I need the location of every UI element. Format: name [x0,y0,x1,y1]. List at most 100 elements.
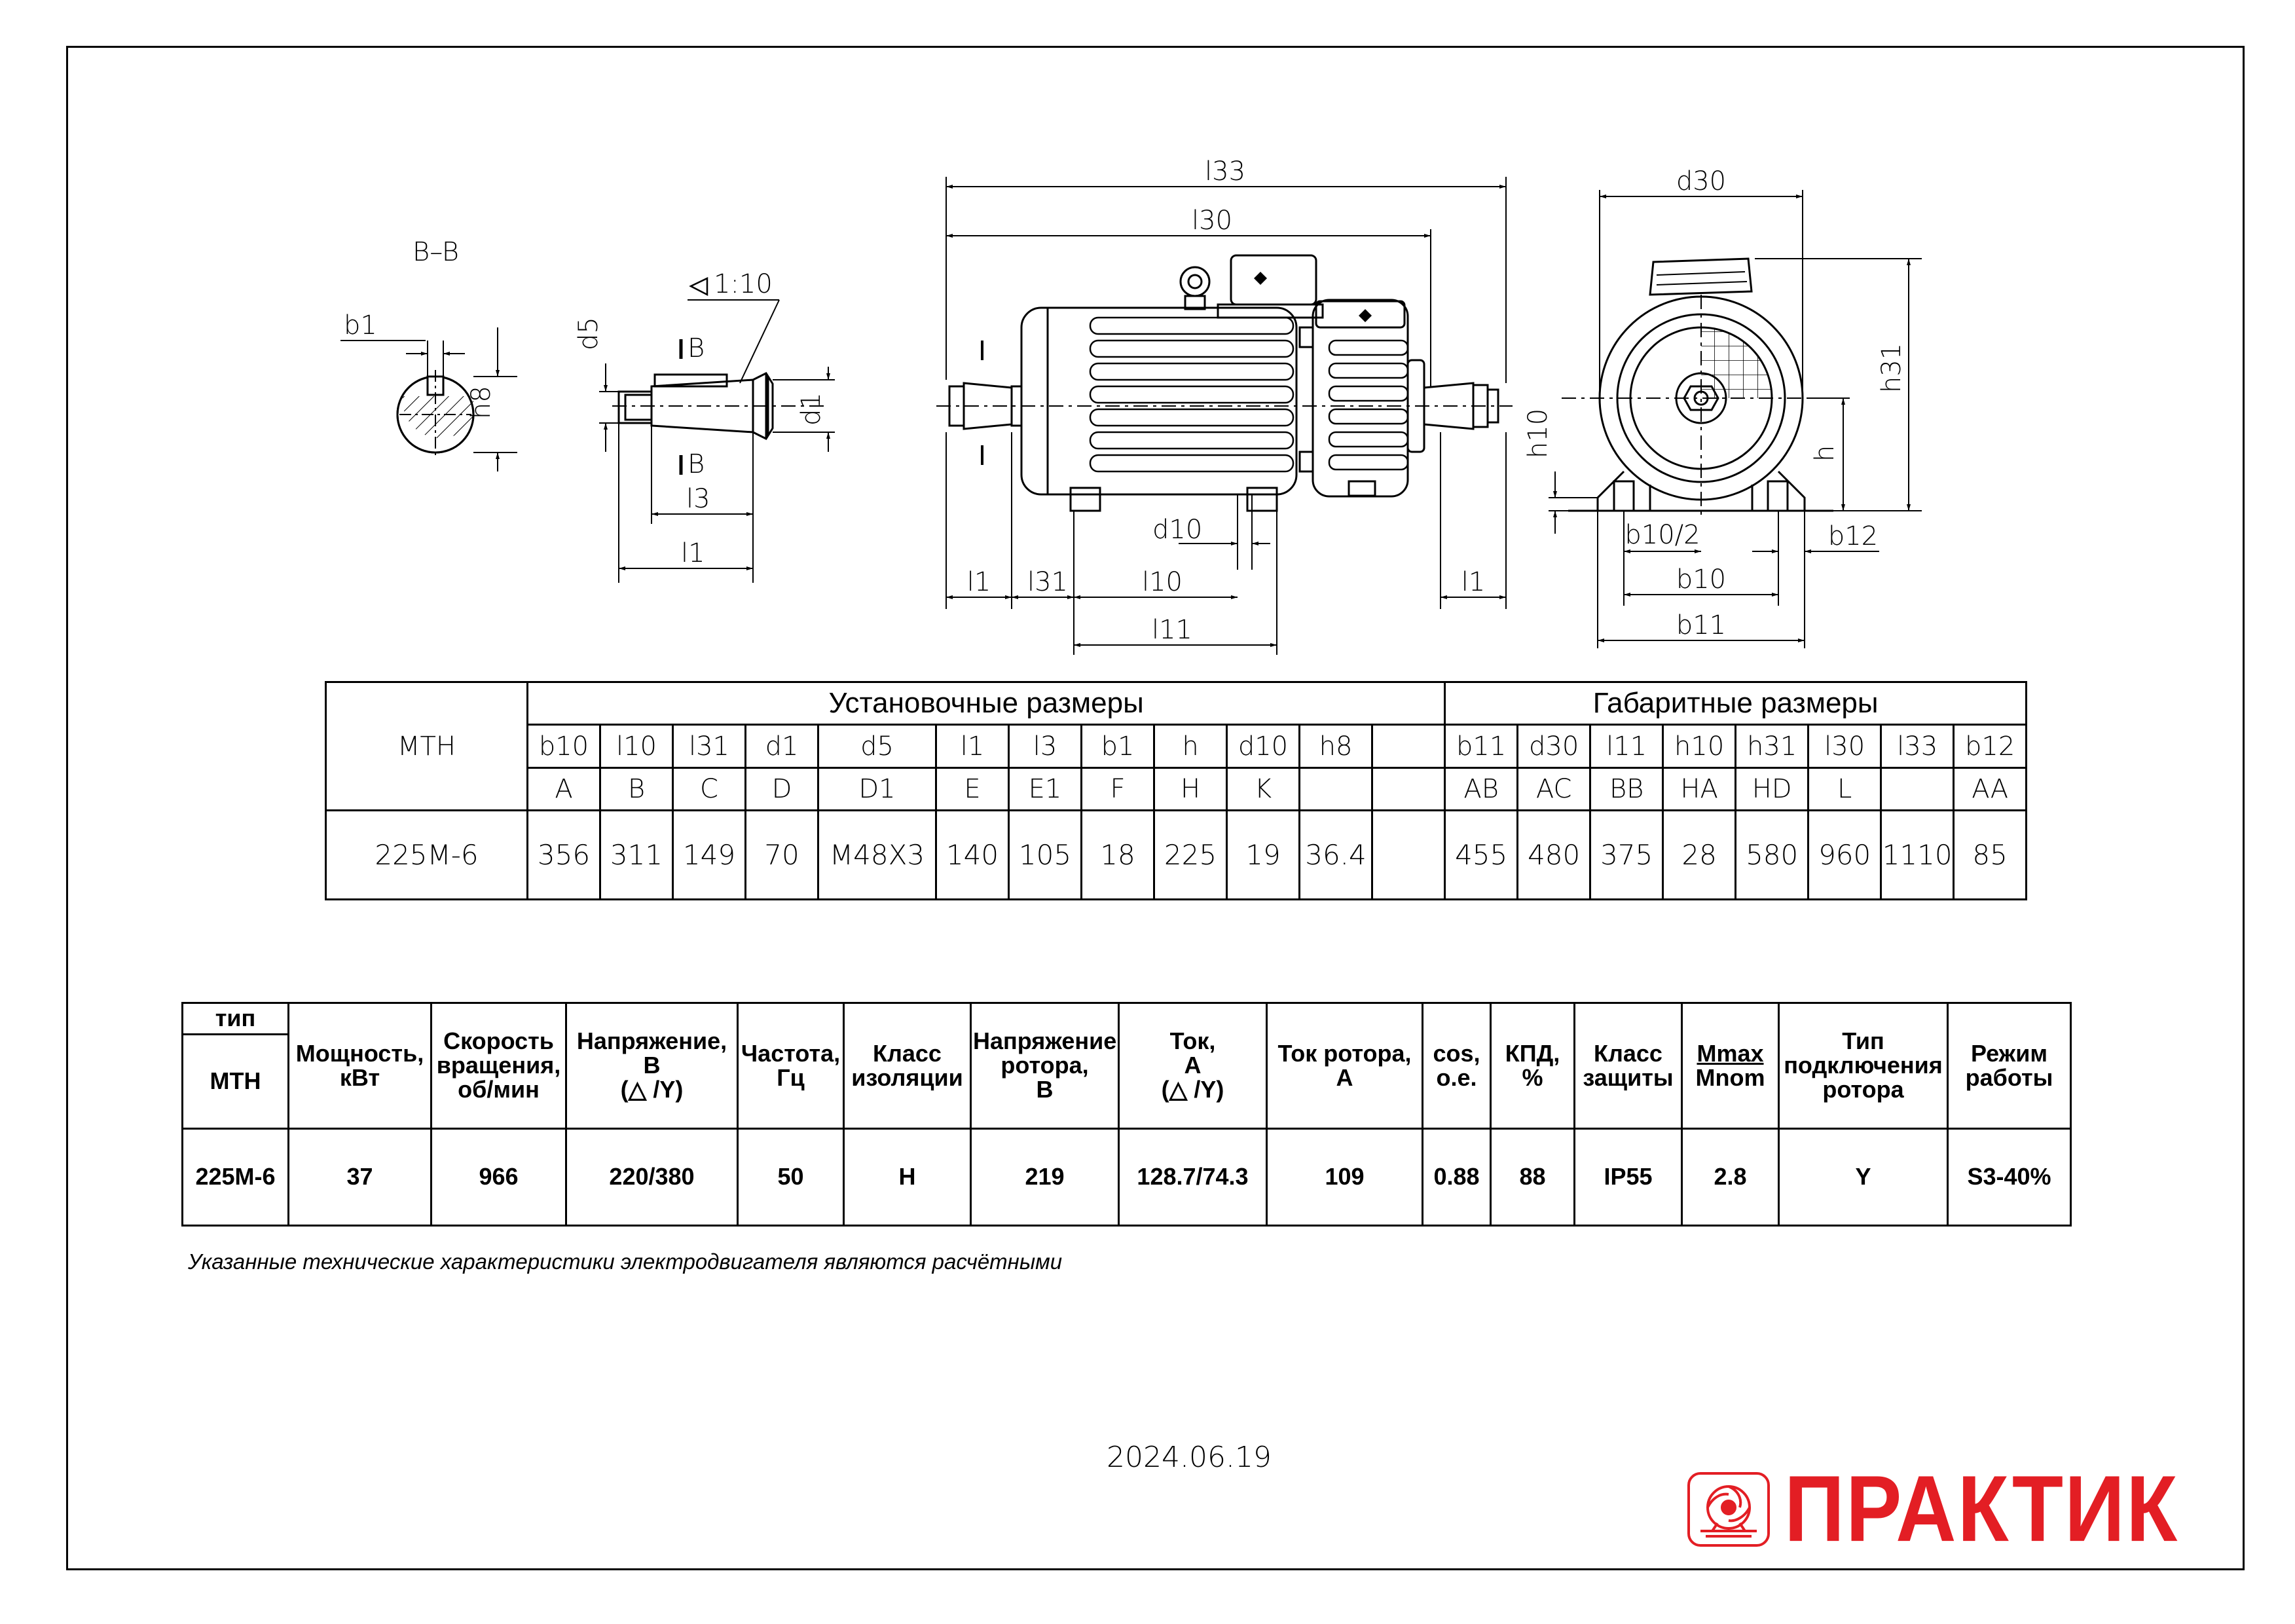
dim-b10: b10 [1676,564,1726,595]
code-l: L [1807,766,1882,812]
dim-l31: l31 [1027,567,1068,597]
sym-d30: d30 [1516,724,1592,769]
val-d1: 70 [744,809,819,900]
row-protection: IP55 [1573,1128,1683,1227]
sym-b11: b11 [1444,724,1519,769]
dim-l10: l10 [1142,567,1183,597]
row-current: 128.7/74.3 [1118,1128,1268,1227]
drawing-frame [66,46,2245,1570]
dim-h: h [1810,445,1840,462]
type-label: тип [181,1002,289,1035]
footnote: Указанные технические характеристики эле… [188,1249,1063,1274]
dimensions-table: МТН Установочные размеры Габаритные разм… [325,680,2028,900]
row-rotor-current: 109 [1266,1128,1423,1227]
val-b11: 455 [1444,809,1519,900]
dim-l1-right: l1 [1461,567,1486,597]
row-torque-ratio: 2.8 [1681,1128,1780,1227]
cut-mark-top: B [688,333,705,363]
val-b12: 85 [1953,809,2028,900]
dim-d5: d5 [574,317,604,350]
val-h: 225 [1153,809,1228,900]
hdr-cos: cos,о.е. [1422,1002,1492,1130]
sym-b12: b12 [1953,724,2028,769]
val-d10: 19 [1226,809,1300,900]
hdr-efficiency: КПД,% [1490,1002,1575,1130]
code-k: K [1226,766,1300,812]
row-efficiency: 88 [1490,1128,1575,1227]
brand-logo: ПРАКТИК [1686,1462,2178,1556]
code-b: B [599,766,674,812]
code-f: F [1080,766,1155,812]
sym-h: h [1153,724,1228,769]
val-l31: 149 [672,809,746,900]
sym-b10: b10 [526,724,601,769]
dim-l11: l11 [1152,615,1192,645]
val-b1: 18 [1080,809,1155,900]
sym-d5: d5 [817,724,937,769]
val-l1: 140 [935,809,1010,900]
dim-h10: h10 [1523,409,1553,458]
code-e1: E1 [1008,766,1082,812]
row-rotor-voltage: 219 [970,1128,1120,1227]
row-speed: 966 [430,1128,567,1227]
sym-l3: l3 [1008,724,1082,769]
dim-d30: d30 [1676,166,1726,196]
code-d: D [744,766,819,812]
sym-d1: d1 [744,724,819,769]
val-d5: M48X3 [817,809,937,900]
sym-l10: l10 [599,724,674,769]
hdr-power: Мощность,кВт [287,1002,432,1130]
dim-l33: l33 [1205,157,1245,187]
dim-h31: h31 [1877,343,1907,393]
code-c: C [672,766,746,812]
overall-title: Габаритные размеры [1444,680,2028,726]
code-aa: AA [1953,766,2028,812]
val-l33: 1110 [1880,809,1955,900]
sym-l31: l31 [672,724,746,769]
sym-l11: l11 [1589,724,1664,769]
row-power: 37 [287,1128,432,1227]
sym-empty [1370,724,1446,769]
document-date: 2024.06.19 [1107,1441,1272,1474]
code-h: H [1153,766,1228,812]
dim-h8: h8 [466,386,496,419]
hdr-current: Ток,А(△ /Y) [1118,1002,1268,1130]
dim-d1: d1 [796,392,826,426]
motor-side-view: l33 l30 d10 l1 l31 l10 l11 l1 [936,157,1513,655]
code-ac: AC [1516,766,1592,812]
code-l33 [1880,766,1955,812]
val-h31: 580 [1735,809,1810,900]
row-rotor-connection: Y [1778,1128,1949,1227]
row-voltage: 220/380 [565,1128,739,1227]
sym-b1: b1 [1080,724,1155,769]
val-b10: 356 [526,809,601,900]
row-cos: 0.88 [1422,1128,1492,1227]
val-l10: 311 [599,809,674,900]
code-empty [1370,766,1446,812]
val-l11: 375 [1589,809,1664,900]
val-l30: 960 [1807,809,1882,900]
row-frequency: 50 [737,1128,845,1227]
code-ab: AB [1444,766,1519,812]
val-d30: 480 [1516,809,1592,900]
brand-name: ПРАКТИК [1784,1456,2179,1562]
dim-d10: d10 [1152,515,1202,545]
val-h8: 36.4 [1298,809,1373,900]
code-hd: HD [1735,766,1810,812]
code-a: A [526,766,601,812]
val-empty [1370,809,1446,900]
dim-b1: b1 [344,310,377,341]
row-model: 225M-6 [181,1128,289,1227]
code-ha: HA [1662,766,1737,812]
section-b-b: B–B b1 h8 [340,237,517,471]
hdr-voltage: Напряжение,В(△ /Y) [565,1002,739,1130]
hdr-frequency: Частота,Гц [737,1002,845,1130]
sym-l33: l33 [1880,724,1955,769]
code-h8 [1298,766,1373,812]
row-insulation: H [843,1128,972,1227]
code-d1: D1 [817,766,937,812]
